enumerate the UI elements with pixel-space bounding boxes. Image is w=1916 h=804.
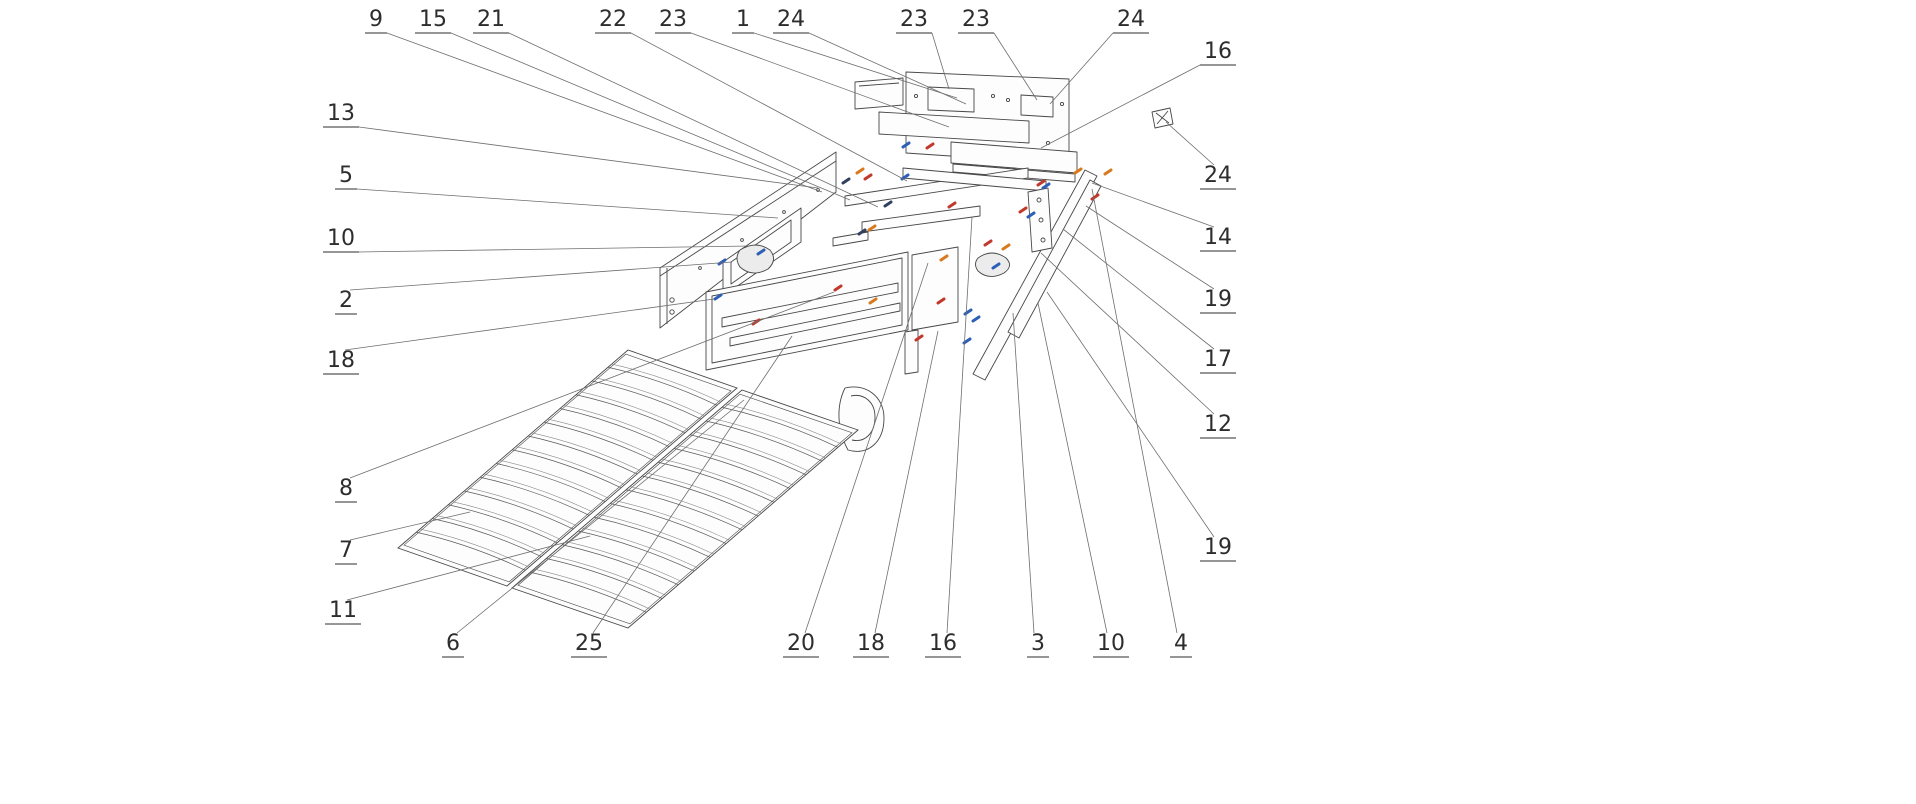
cam-strip-right — [1027, 187, 1053, 253]
part-number-label: 16 — [929, 631, 957, 656]
head-rail-upper — [878, 111, 1030, 144]
part-number-label: 15 — [419, 7, 447, 32]
part-number-label: 12 — [1204, 412, 1232, 437]
fastener-red — [1036, 179, 1046, 187]
center-rails — [832, 167, 1047, 247]
part-number-label: 23 — [962, 7, 990, 32]
front-panel — [705, 251, 909, 371]
side-box-panel — [904, 246, 959, 375]
fastener-blue — [991, 262, 1001, 270]
fastener-blue — [971, 315, 981, 323]
fastener-orange — [1001, 243, 1011, 251]
part-number-label: 22 — [599, 7, 627, 32]
fastener-red — [983, 239, 993, 247]
part-number-label: 10 — [1097, 631, 1125, 656]
part-number-label: 1 — [736, 7, 750, 32]
fastener-red — [1090, 193, 1100, 201]
part-number-label: 17 — [1204, 347, 1232, 372]
fastener-blue — [756, 248, 766, 256]
part-number-label: 3 — [1031, 631, 1045, 656]
corner-bracket-right — [975, 252, 1010, 277]
fastener-blue — [1041, 182, 1051, 190]
fastener-red — [1018, 206, 1028, 214]
leg-bracket — [838, 386, 885, 452]
exploded-bed-drawing — [659, 71, 1174, 452]
fastener-dark — [883, 200, 893, 208]
part-number-label: 11 — [329, 598, 357, 623]
part-number-label: 14 — [1204, 225, 1232, 250]
fastener-red — [863, 173, 873, 181]
fastener-red — [936, 297, 946, 305]
corner-fitting-part — [1151, 107, 1174, 129]
side-panel-left — [659, 151, 837, 329]
fastener-dark — [841, 177, 851, 185]
headboard-cap-panel — [854, 77, 904, 110]
fastener-orange — [867, 224, 877, 232]
part-number-label: 16 — [1204, 39, 1232, 64]
part-number-label: 13 — [327, 101, 355, 126]
part-number-label: 9 — [369, 7, 383, 32]
fastener-blue — [717, 258, 727, 266]
fastener-orange — [1103, 168, 1113, 176]
fastener-dark — [857, 228, 867, 236]
part-number-label: 24 — [777, 7, 805, 32]
fastener-red — [833, 284, 843, 292]
fastener-red — [947, 201, 957, 209]
part-number-label: 24 — [1117, 7, 1145, 32]
part-number-label: 18 — [857, 631, 885, 656]
part-number-labels: 9 15 21 22 23 1 24 23 23 24 16 24 14 19 17 12 19 13 5 10 2 18… — [323, 7, 1236, 658]
fastener-blue — [1026, 211, 1036, 219]
part-number-label: 4 — [1174, 631, 1188, 656]
part-number-label: 23 — [900, 7, 928, 32]
part-number-label: 7 — [339, 538, 353, 563]
part-number-label: 10 — [327, 226, 355, 251]
fastener-blue — [901, 141, 911, 149]
fastener-blue — [900, 173, 910, 181]
part-number-label: 21 — [477, 7, 505, 32]
part-number-label: 6 — [446, 631, 460, 656]
fastener-blue — [713, 293, 723, 301]
fastener-orange — [868, 297, 878, 305]
part-number-label: 8 — [339, 476, 353, 501]
part-number-label: 24 — [1204, 163, 1232, 188]
part-number-label: 19 — [1204, 287, 1232, 312]
fastener-marks — [713, 141, 1113, 345]
fastener-orange — [855, 167, 865, 175]
part-number-label: 18 — [327, 348, 355, 373]
fastener-red — [925, 142, 935, 150]
part-number-label: 25 — [575, 631, 603, 656]
part-number-label: 2 — [339, 288, 353, 313]
fastener-blue — [962, 337, 972, 345]
part-number-label: 23 — [659, 7, 687, 32]
leader-lines — [344, 32, 1215, 634]
slatted-base-frames — [397, 349, 859, 629]
fastener-orange — [939, 254, 949, 262]
corner-bracket-left — [736, 244, 774, 274]
part-number-label: 5 — [339, 163, 353, 188]
fastener-red — [914, 334, 924, 342]
side-rail-right-inner — [1007, 179, 1102, 339]
fastener-orange — [1073, 167, 1083, 175]
part-number-label: 19 — [1204, 535, 1232, 560]
part-number-label: 20 — [787, 631, 815, 656]
